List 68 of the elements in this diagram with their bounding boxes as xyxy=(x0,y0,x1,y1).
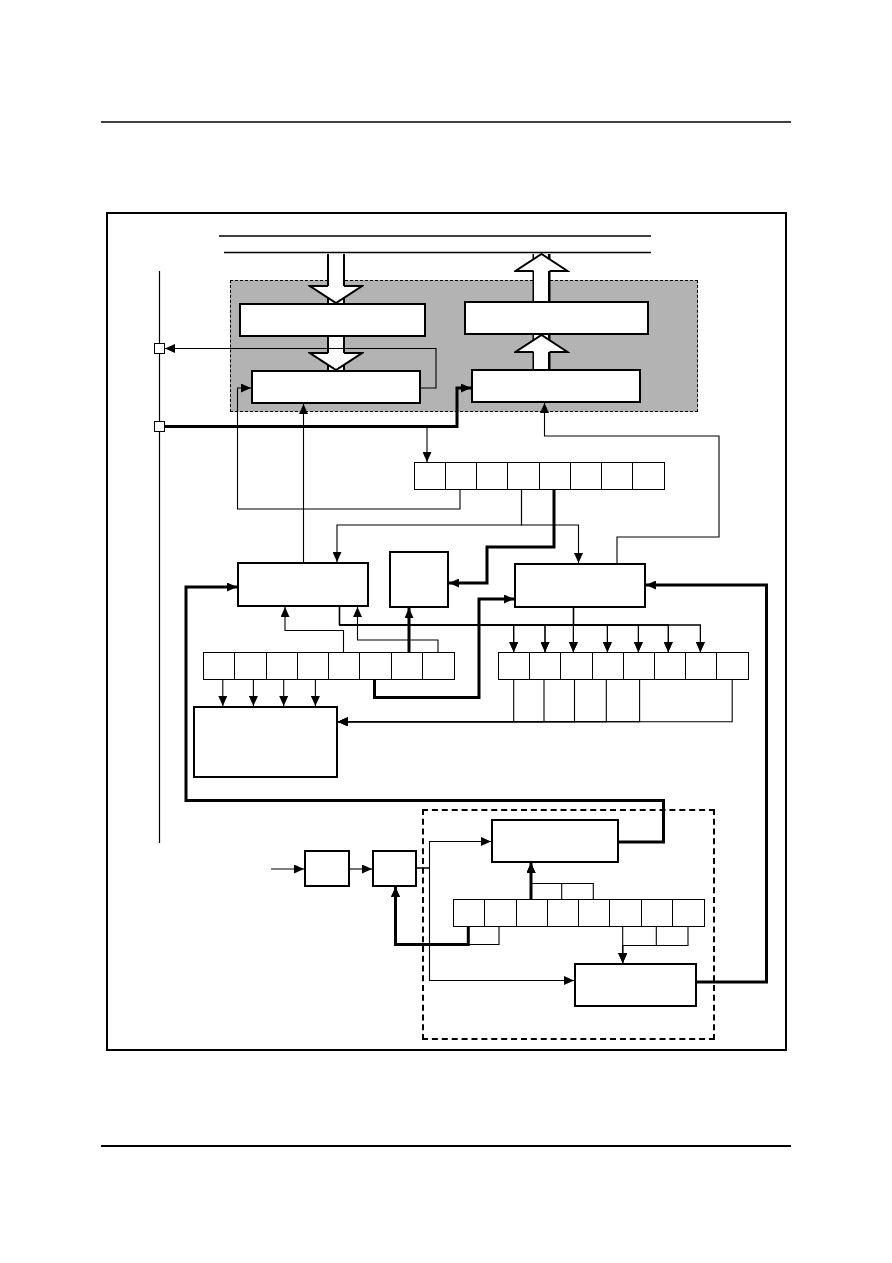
register-cell xyxy=(609,899,642,927)
bus-arrow xyxy=(309,337,363,371)
empty-block xyxy=(304,850,350,887)
arrow xyxy=(299,403,308,563)
dashed-boundary xyxy=(422,809,715,1040)
empty-block xyxy=(389,551,449,608)
register-cell xyxy=(328,652,361,680)
empty-block xyxy=(491,819,619,863)
empty-block xyxy=(193,706,338,778)
arrow xyxy=(646,580,768,984)
register-cell xyxy=(578,899,611,927)
arrow xyxy=(337,678,733,727)
register-cell xyxy=(484,899,517,927)
arrow xyxy=(416,867,575,985)
empty-block xyxy=(470,368,641,403)
empty-block xyxy=(514,563,646,608)
arrow xyxy=(449,490,556,588)
register-cell xyxy=(529,652,562,680)
arrow xyxy=(526,862,594,900)
register-cell xyxy=(476,462,509,490)
arrow xyxy=(270,864,305,874)
register-cell xyxy=(234,652,267,680)
arrow xyxy=(404,608,414,652)
arrow xyxy=(279,678,289,707)
register-cell xyxy=(560,652,594,680)
register-cell xyxy=(453,899,486,927)
empty-block xyxy=(250,369,421,404)
junction-square xyxy=(154,343,165,354)
arrow xyxy=(165,383,471,428)
arrow xyxy=(218,678,228,707)
arrow xyxy=(248,678,258,707)
register-cell xyxy=(421,652,455,680)
register-cell xyxy=(413,462,447,490)
arrow xyxy=(164,344,437,389)
register-cell xyxy=(601,462,634,490)
register-cell xyxy=(716,652,750,680)
bus-arrow xyxy=(514,253,569,301)
empty-block xyxy=(574,963,697,1007)
arrow xyxy=(310,678,320,707)
register-cell xyxy=(654,652,687,680)
register-cell xyxy=(203,652,236,680)
arrow xyxy=(184,582,665,844)
arrow xyxy=(349,864,373,874)
register-cell xyxy=(359,652,392,680)
register-cell xyxy=(671,899,705,927)
bus-arrow xyxy=(514,334,569,369)
arrow xyxy=(373,594,514,699)
register-cell xyxy=(498,652,531,680)
arrow xyxy=(540,402,720,564)
empty-block xyxy=(463,300,649,335)
arrow xyxy=(280,606,345,653)
register-cell xyxy=(685,652,718,680)
arrow xyxy=(236,383,461,510)
bus-arrow xyxy=(309,254,363,304)
empty-block xyxy=(237,562,369,607)
register-cell xyxy=(632,462,665,490)
empty-block xyxy=(372,850,417,887)
register-cell xyxy=(507,462,540,490)
data-bus xyxy=(219,235,651,254)
junction-square xyxy=(154,421,165,432)
arrow xyxy=(353,606,439,653)
arrow xyxy=(572,607,705,653)
arrow xyxy=(618,926,689,964)
arrow xyxy=(520,489,583,564)
arrow xyxy=(391,887,470,946)
shaded-region xyxy=(230,280,698,412)
arrow xyxy=(164,425,432,463)
empty-block xyxy=(238,302,426,337)
